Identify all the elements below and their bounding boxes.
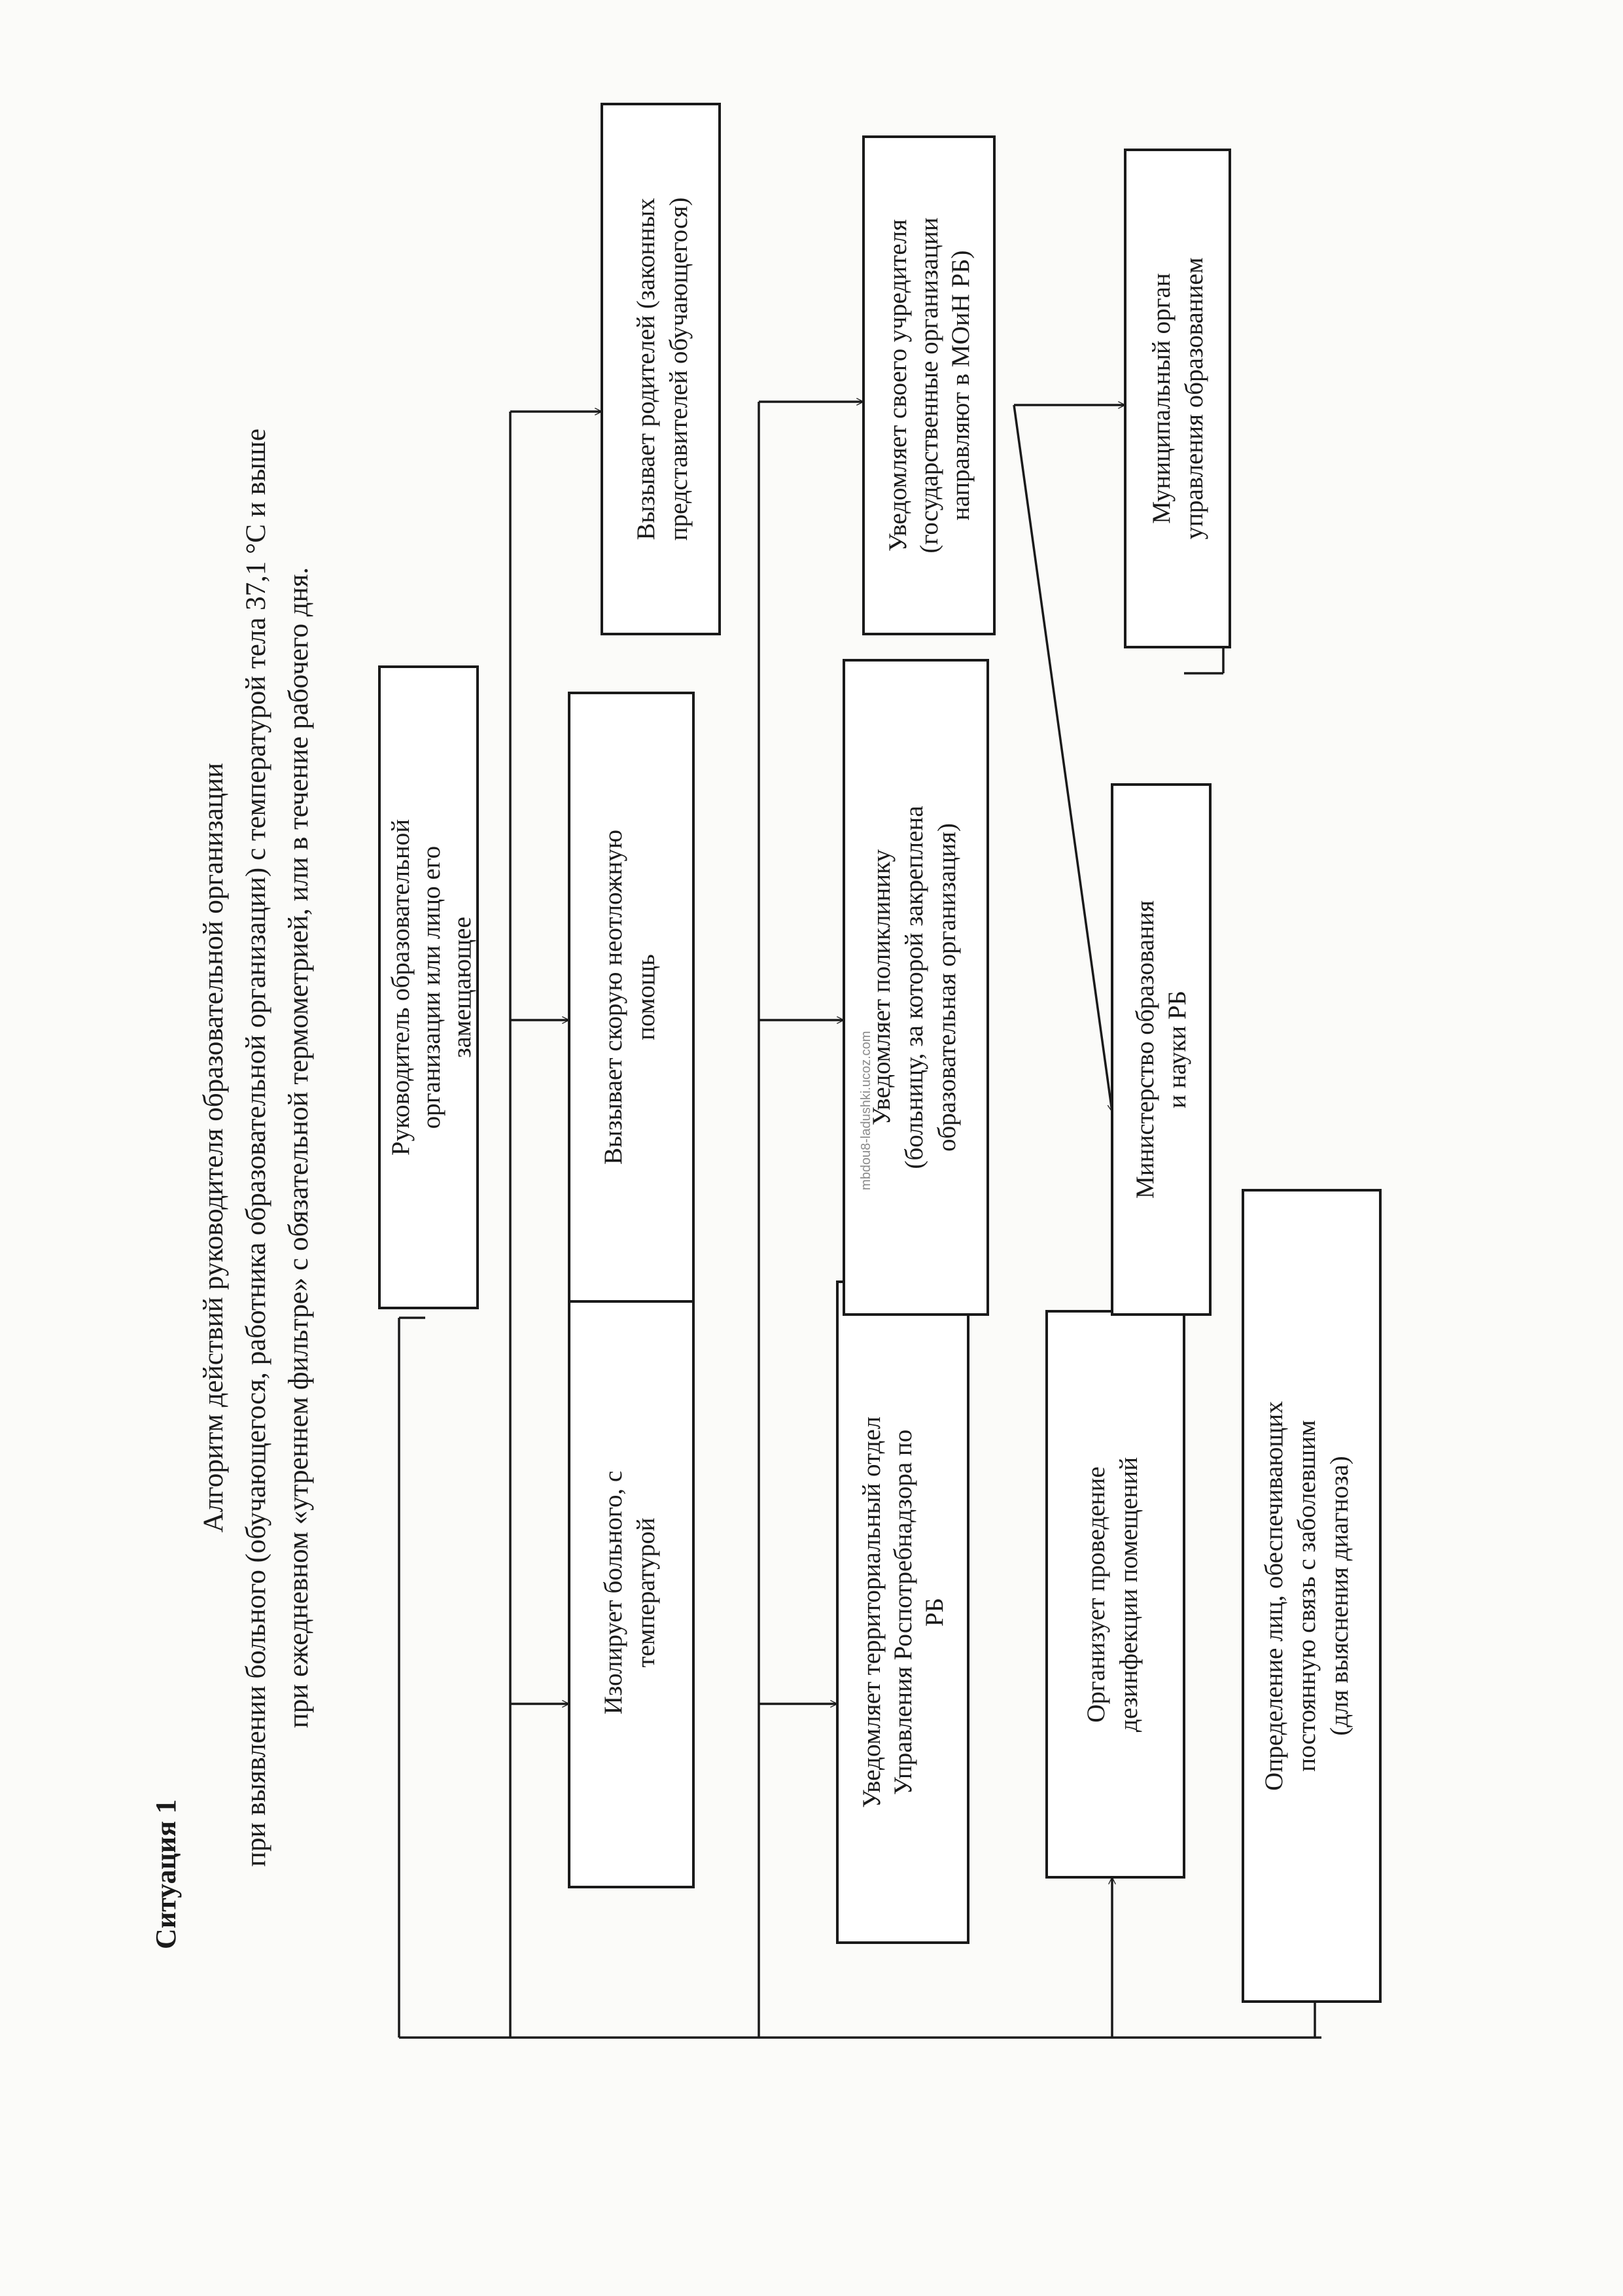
contacts-node-text-line-3: (для выяснения диагноза) <box>1325 1456 1353 1736</box>
founder-node-text-line-1: Уведомляет своего учредителя <box>884 219 912 552</box>
isolate-node-text-line-2: температурой <box>632 1518 660 1668</box>
rospotrebnadzor-node: Уведомляет территориальный отдел Управле… <box>836 1280 969 1944</box>
polyclinic-node-text-line-3: образовательная организация) <box>933 823 961 1152</box>
watermark: mbdou8-ladushki.ucoz.com <box>859 1031 873 1190</box>
title-line-2: при выявлении больного (обучающегося, ра… <box>241 429 271 1867</box>
contacts-node-text-line-2: постоянную связь с заболевшим <box>1293 1420 1321 1771</box>
isolate-node: Изолирует больного, с температурой <box>568 1297 695 1888</box>
disinfection-node-text-line-2: дезинфекции помещений <box>1115 1457 1143 1732</box>
title-line-3: при ежедневном «утреннем фильтре» с обяз… <box>283 567 314 1728</box>
heading: Ситуация 1 <box>150 1799 182 1949</box>
parents-node-box <box>601 103 721 635</box>
ambulance-node: Вызывает скорую неотложную помощь <box>568 692 695 1303</box>
ambulance-node-text-line-2: помощь <box>632 954 660 1040</box>
head-node-text-line-2: организации или лицо его <box>417 846 445 1129</box>
ministry-node-text-line-1: Министерство образования <box>1131 900 1159 1199</box>
polyclinic-node: Уведомляет поликлинику (больницу, за кот… <box>843 659 989 1316</box>
disinfection-node: Организует проведение дезинфекции помеще… <box>1045 1310 1185 1879</box>
contacts-node: Определение лиц, обеспечивающих постоянн… <box>1242 1189 1382 2003</box>
municipal-node: Муниципальный орган управления образован… <box>1124 149 1231 648</box>
arrow-connector <box>1013 404 1112 1112</box>
ambulance-node-text-line-1: Вызывает скорую неотложную <box>599 830 627 1165</box>
founder-node: Уведомляет своего учредителя (государств… <box>862 135 996 635</box>
head-node-text-line-3: замещающее <box>448 917 476 1058</box>
contacts-node-text-line-1: Определение лиц, обеспечивающих <box>1260 1401 1288 1791</box>
ambulance-node-box <box>568 692 695 1303</box>
diagram-content: Ситуация 1 Алгоритм действий руководител… <box>150 103 1382 2039</box>
rospotrebnadzor-node-text-line-1: Уведомляет территориальный отдел <box>858 1417 886 1808</box>
head-node: Руководитель образовательной организации… <box>378 665 479 1309</box>
polyclinic-node-text-line-2: (больницу, за которой закреплена <box>900 805 928 1169</box>
head-node-text-line-1: Руководитель образовательной <box>387 819 415 1156</box>
title-line-1: Алгоритм действий руководителя образоват… <box>198 763 229 1532</box>
parents-node-text-line-1: Вызывает родителей (законных <box>632 198 660 540</box>
parents-node: Вызывает родителей (законных представите… <box>601 103 721 635</box>
head-node-box <box>378 665 479 1309</box>
municipal-node-text-line-2: управления образованием <box>1180 257 1208 539</box>
contacts-node-box <box>1242 1189 1382 2003</box>
rospotrebnadzor-node-text-line-2: Управления Роспотребнадзора по <box>889 1430 917 1795</box>
parents-node-text-line-2: представителей обучающегося) <box>665 198 693 541</box>
rospotrebnadzor-node-text-line-3: РБ <box>920 1598 949 1627</box>
isolate-node-text-line-1: Изолирует больного, с <box>599 1471 627 1715</box>
municipal-node-box <box>1124 149 1231 648</box>
polyclinic-node-text-line-1: Уведомляет поликлинику <box>867 849 896 1125</box>
ministry-node-box <box>1111 783 1212 1316</box>
founder-node-box <box>862 135 996 635</box>
polyclinic-node-box <box>843 659 989 1316</box>
founder-node-text-line-2: (государственные организации <box>915 217 943 553</box>
municipal-node-text-line-1: Муниципальный орган <box>1147 273 1176 523</box>
ministry-node: Министерство образования и науки РБ <box>1111 783 1212 1316</box>
founder-node-text-line-3: направляют в МОиН РБ) <box>947 251 975 521</box>
disinfection-node-text-line-1: Организует проведение <box>1082 1466 1110 1722</box>
ministry-node-text-line-2: и науки РБ <box>1163 991 1191 1108</box>
isolate-node-box <box>568 1297 695 1888</box>
